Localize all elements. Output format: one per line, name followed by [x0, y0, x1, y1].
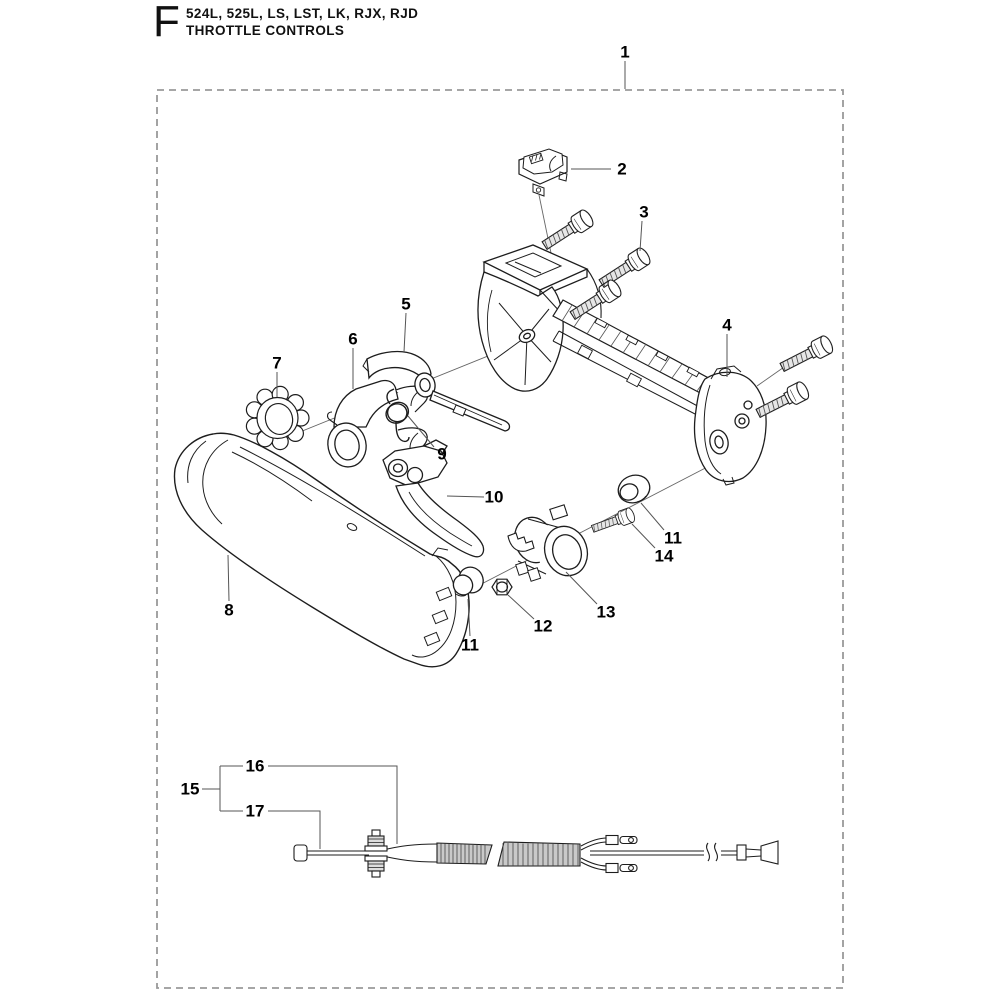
part-screws-4 [753, 333, 836, 423]
callout-5: 5 [401, 294, 411, 314]
part-lockout-lever [362, 350, 511, 432]
callout-10: 10 [484, 487, 504, 507]
callout-8: 8 [224, 600, 234, 620]
part-plug-upper [617, 474, 651, 504]
model-list: 524L, 525L, LS, LST, LK, RJX, RJD [186, 6, 419, 21]
part-plug-lower [452, 566, 484, 597]
page-title: THROTTLE CONTROLS [186, 23, 345, 38]
part-return-spring [385, 388, 410, 443]
leader-lines [202, 61, 728, 849]
callout-6: 6 [348, 329, 358, 349]
callout-9: 9 [437, 444, 447, 464]
callout-16: 16 [245, 756, 265, 776]
callout-3: 3 [639, 202, 649, 222]
part-adjuster-ring [245, 385, 310, 451]
callout-14: 14 [654, 546, 674, 566]
part-nut [491, 578, 513, 596]
callout-11: 11 [664, 528, 682, 548]
part-clamp-screw [589, 506, 637, 537]
callout-12: 12 [533, 616, 553, 636]
dashed-border [156, 89, 844, 989]
callout-13: 13 [596, 602, 616, 622]
figure-letter: F [153, 0, 180, 46]
part-stop-switch [518, 148, 568, 197]
part-upper-handle-housing [477, 244, 767, 486]
callout-17: 17 [245, 801, 265, 821]
part-throttle-trigger [382, 439, 485, 558]
callout-7: 7 [272, 353, 282, 373]
callout-2: 2 [617, 159, 627, 179]
part-throttle-cable-assembly [293, 829, 779, 878]
part-lower-handle-housing [173, 432, 470, 668]
callout-15: 15 [180, 779, 200, 799]
callout-1: 1 [620, 42, 630, 62]
part-cable-clamp [507, 504, 589, 582]
callout-11: 11 [461, 635, 479, 655]
callout-4: 4 [722, 315, 732, 335]
